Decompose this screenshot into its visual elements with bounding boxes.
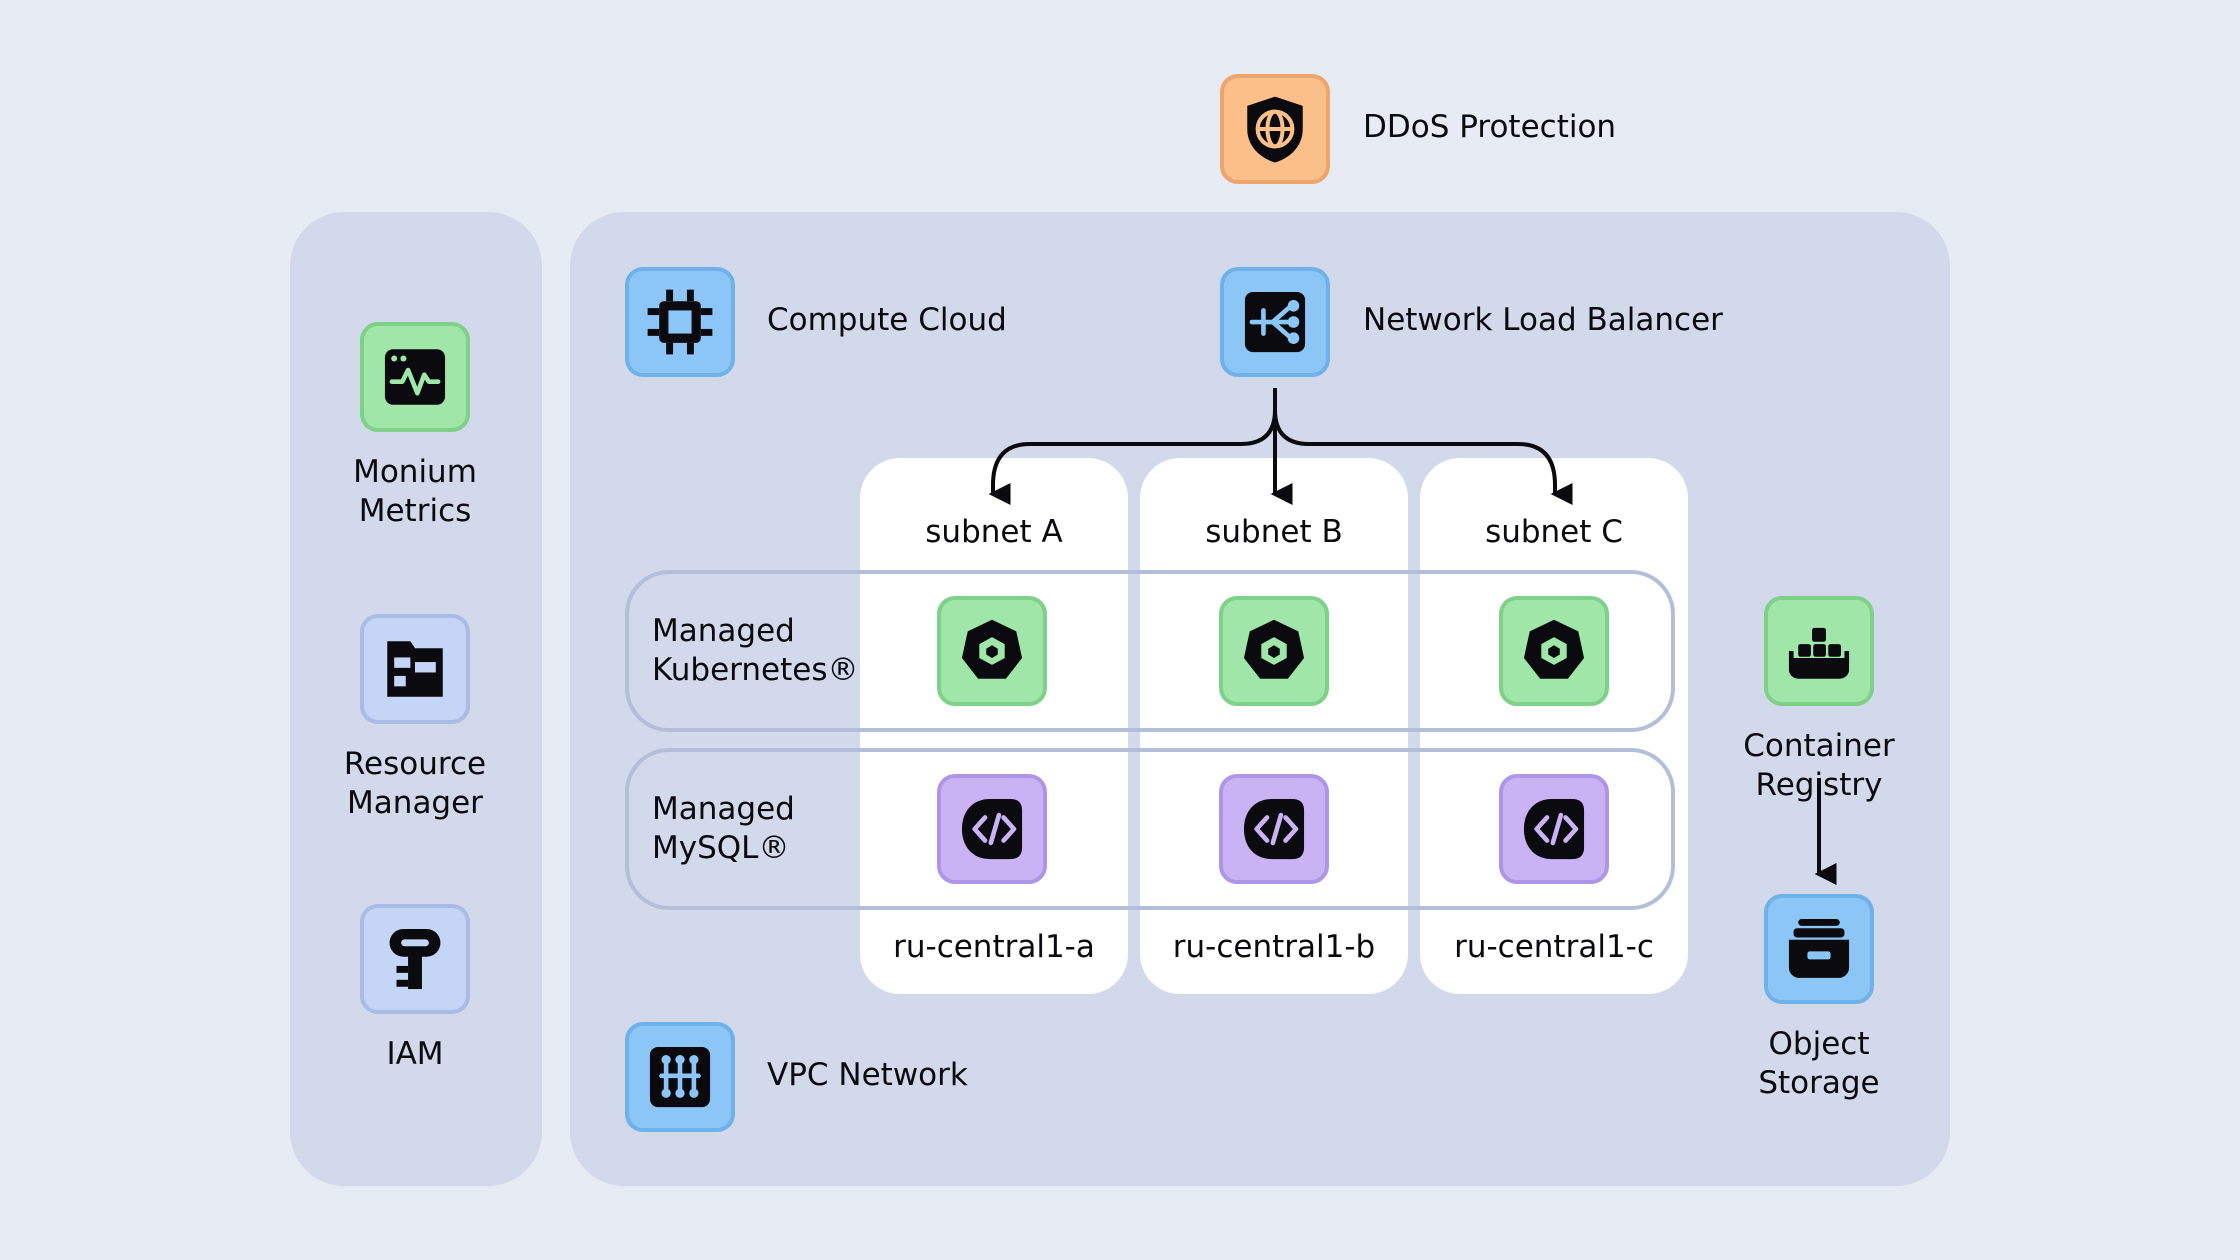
shield-globe-icon (1247, 96, 1303, 163)
vpc-network-label: VPC Network (767, 1057, 968, 1093)
kubernetes-icon (1243, 619, 1305, 679)
mysql-node-c-tile[interactable] (1499, 774, 1609, 884)
managed-kubernetes-label: Managed Kubernetes® (652, 613, 859, 688)
subnet-a-label: subnet A (925, 514, 1063, 550)
object-storage-label: Object Storage (1758, 1026, 1880, 1101)
resource-manager-label: Resource Manager (343, 746, 487, 821)
object-storage-tile[interactable] (1764, 894, 1874, 1004)
compute-cloud-tile[interactable] (625, 267, 735, 377)
container-stack-icon (1788, 627, 1850, 679)
subnet-b-label: subnet B (1205, 514, 1343, 550)
nlb-to-subnet-a-arrow (988, 388, 1277, 505)
monium-metrics-label: Monium Metrics (353, 454, 477, 529)
zone-b-label: ru-central1-b (1172, 929, 1376, 965)
container-registry-label: Container Registry (1743, 728, 1895, 803)
managed-mysql-label: Managed MySQL® (652, 791, 795, 866)
mysql-node-a-tile[interactable] (937, 774, 1047, 884)
kubernetes-node-a-tile[interactable] (937, 596, 1047, 706)
resource-manager-tile[interactable] (360, 614, 470, 724)
mysql-band (625, 748, 1675, 910)
load-balancer-icon (1244, 291, 1306, 353)
zone-column-a (860, 458, 1128, 994)
mysql-node-b-tile[interactable] (1219, 774, 1329, 884)
database-code-icon (1523, 798, 1585, 860)
folder-grid-icon (387, 641, 443, 697)
kubernetes-icon (961, 619, 1023, 679)
zone-a-label: ru-central1-a (893, 929, 1095, 965)
ddos-protection-tile[interactable] (1220, 74, 1330, 184)
database-code-icon (961, 798, 1023, 860)
kubernetes-node-c-tile[interactable] (1499, 596, 1609, 706)
key-icon (389, 928, 441, 990)
zone-column-b (1140, 458, 1408, 994)
chip-icon (647, 289, 713, 355)
archive-box-icon (1788, 918, 1850, 978)
network-load-balancer-label: Network Load Balancer (1363, 302, 1723, 338)
database-code-icon (1243, 798, 1305, 860)
iam-label: IAM (386, 1036, 444, 1072)
vpc-network-tile[interactable] (625, 1022, 735, 1132)
kubernetes-icon (1523, 619, 1585, 679)
kubernetes-node-b-tile[interactable] (1219, 596, 1329, 706)
activity-monitor-icon (384, 349, 446, 405)
zone-c-label: ru-central1-c (1454, 929, 1654, 965)
nlb-to-subnet-c-arrow (1273, 388, 1573, 505)
subnet-c-label: subnet C (1485, 514, 1623, 550)
compute-cloud-label: Compute Cloud (767, 302, 1007, 338)
network-load-balancer-tile[interactable] (1220, 267, 1330, 377)
network-icon (649, 1046, 711, 1108)
ddos-protection-label: DDoS Protection (1363, 109, 1617, 145)
kubernetes-band (625, 570, 1675, 732)
iam-tile[interactable] (360, 904, 470, 1014)
container-registry-tile[interactable] (1764, 596, 1874, 706)
monium-metrics-tile[interactable] (360, 322, 470, 432)
